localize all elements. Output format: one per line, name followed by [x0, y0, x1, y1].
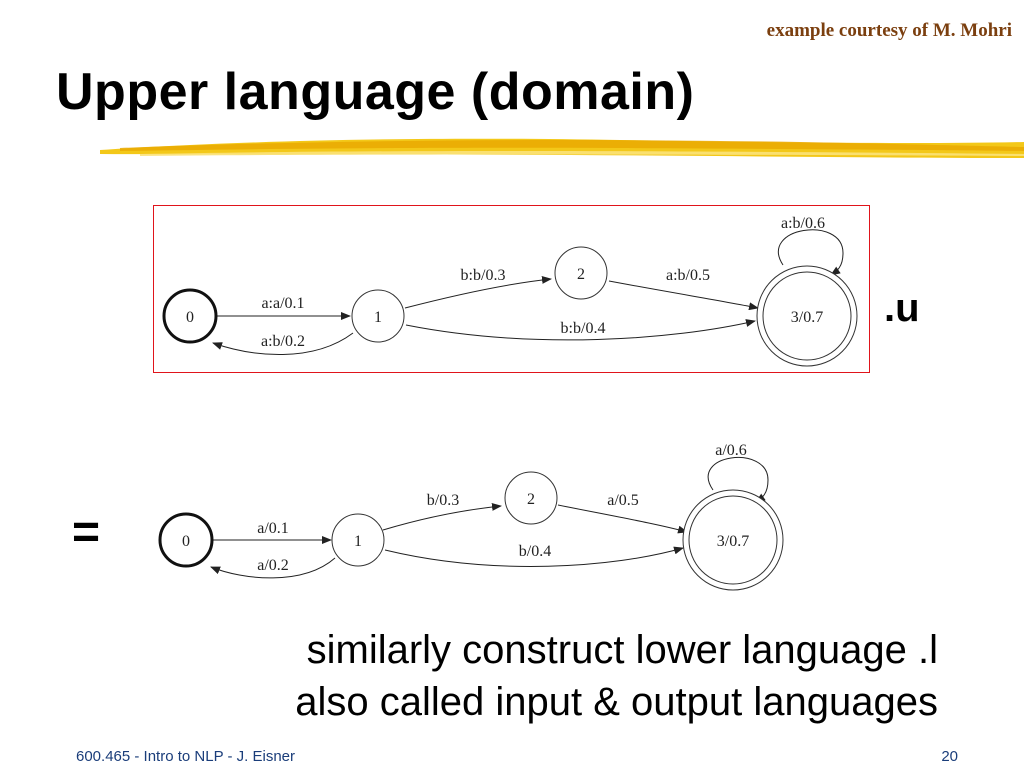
edge-1-to-0: [212, 332, 354, 356]
state-label-0: 0: [186, 309, 194, 326]
courtesy-note: example courtesy of M. Mohri: [766, 20, 1012, 41]
edge-1-to-3: [384, 546, 684, 567]
edge-label-1-2: b/0.3: [427, 492, 459, 509]
edge-label-3-loop: a:b/0.6: [781, 215, 825, 232]
equals-sign: =: [72, 506, 101, 559]
footer-course-label: 600.465 - Intro to NLP - J. Eisner: [76, 748, 296, 765]
state-2: [554, 246, 608, 300]
state-label-3: 3/0.7: [717, 533, 749, 550]
edge-3-loop: [777, 229, 844, 276]
state-3-final-inner: [688, 495, 778, 585]
edge-2-to-3: [608, 280, 759, 311]
state-label-2: 2: [577, 266, 585, 283]
state-1: [351, 289, 405, 343]
slide-title: Upper language (domain): [56, 63, 695, 121]
state-0: [162, 288, 218, 344]
state-3-final: [682, 489, 784, 591]
bullet-input-output: also called input & output languages: [295, 680, 938, 724]
transducer-diagram: a:a/0.1 a:b/0.2 b:b/0.3 b:b/0.4 a:b/0.5 …: [162, 215, 858, 367]
title-underline-brushstroke: [100, 138, 1024, 158]
edge-label-1-0: a/0.2: [257, 557, 289, 574]
edge-3-loop: [707, 457, 769, 503]
state-label-3: 3/0.7: [791, 309, 823, 326]
state-3-final: [756, 265, 858, 367]
transducer-frame: [153, 205, 870, 373]
edge-1-to-0: [210, 557, 336, 579]
state-label-1: 1: [354, 533, 362, 550]
edge-label-1-3: b:b/0.4: [561, 320, 606, 337]
page-number: 20: [941, 748, 958, 765]
edge-label-0-1: a:a/0.1: [261, 295, 304, 312]
bullet-lower-language: similarly construct lower language .l: [306, 628, 938, 672]
state-0: [158, 512, 214, 568]
edge-label-2-3: a:b/0.5: [666, 267, 710, 284]
edge-label-1-2: b:b/0.3: [461, 267, 506, 284]
edge-label-1-0: a:b/0.2: [261, 333, 305, 350]
upper-projection-operator: .u: [884, 286, 920, 330]
state-label-2: 2: [527, 491, 535, 508]
edge-1-to-2: [404, 275, 552, 309]
edge-1-to-3: [405, 319, 756, 341]
state-1: [331, 513, 385, 567]
edge-2-to-3: [557, 504, 688, 534]
state-2: [504, 471, 558, 525]
acceptor-diagram: a/0.1 a/0.2 b/0.3 b/0.4 a/0.5 a/0.6 0 1 …: [158, 442, 784, 591]
edge-1-to-2: [382, 502, 502, 531]
edge-label-3-loop: a/0.6: [715, 442, 747, 459]
state-label-0: 0: [182, 533, 190, 550]
edge-label-0-1: a/0.1: [257, 520, 289, 537]
edge-label-1-3: b/0.4: [519, 543, 551, 560]
state-3-final-inner: [762, 271, 852, 361]
edge-label-2-3: a/0.5: [607, 492, 639, 509]
state-label-1: 1: [374, 309, 382, 326]
